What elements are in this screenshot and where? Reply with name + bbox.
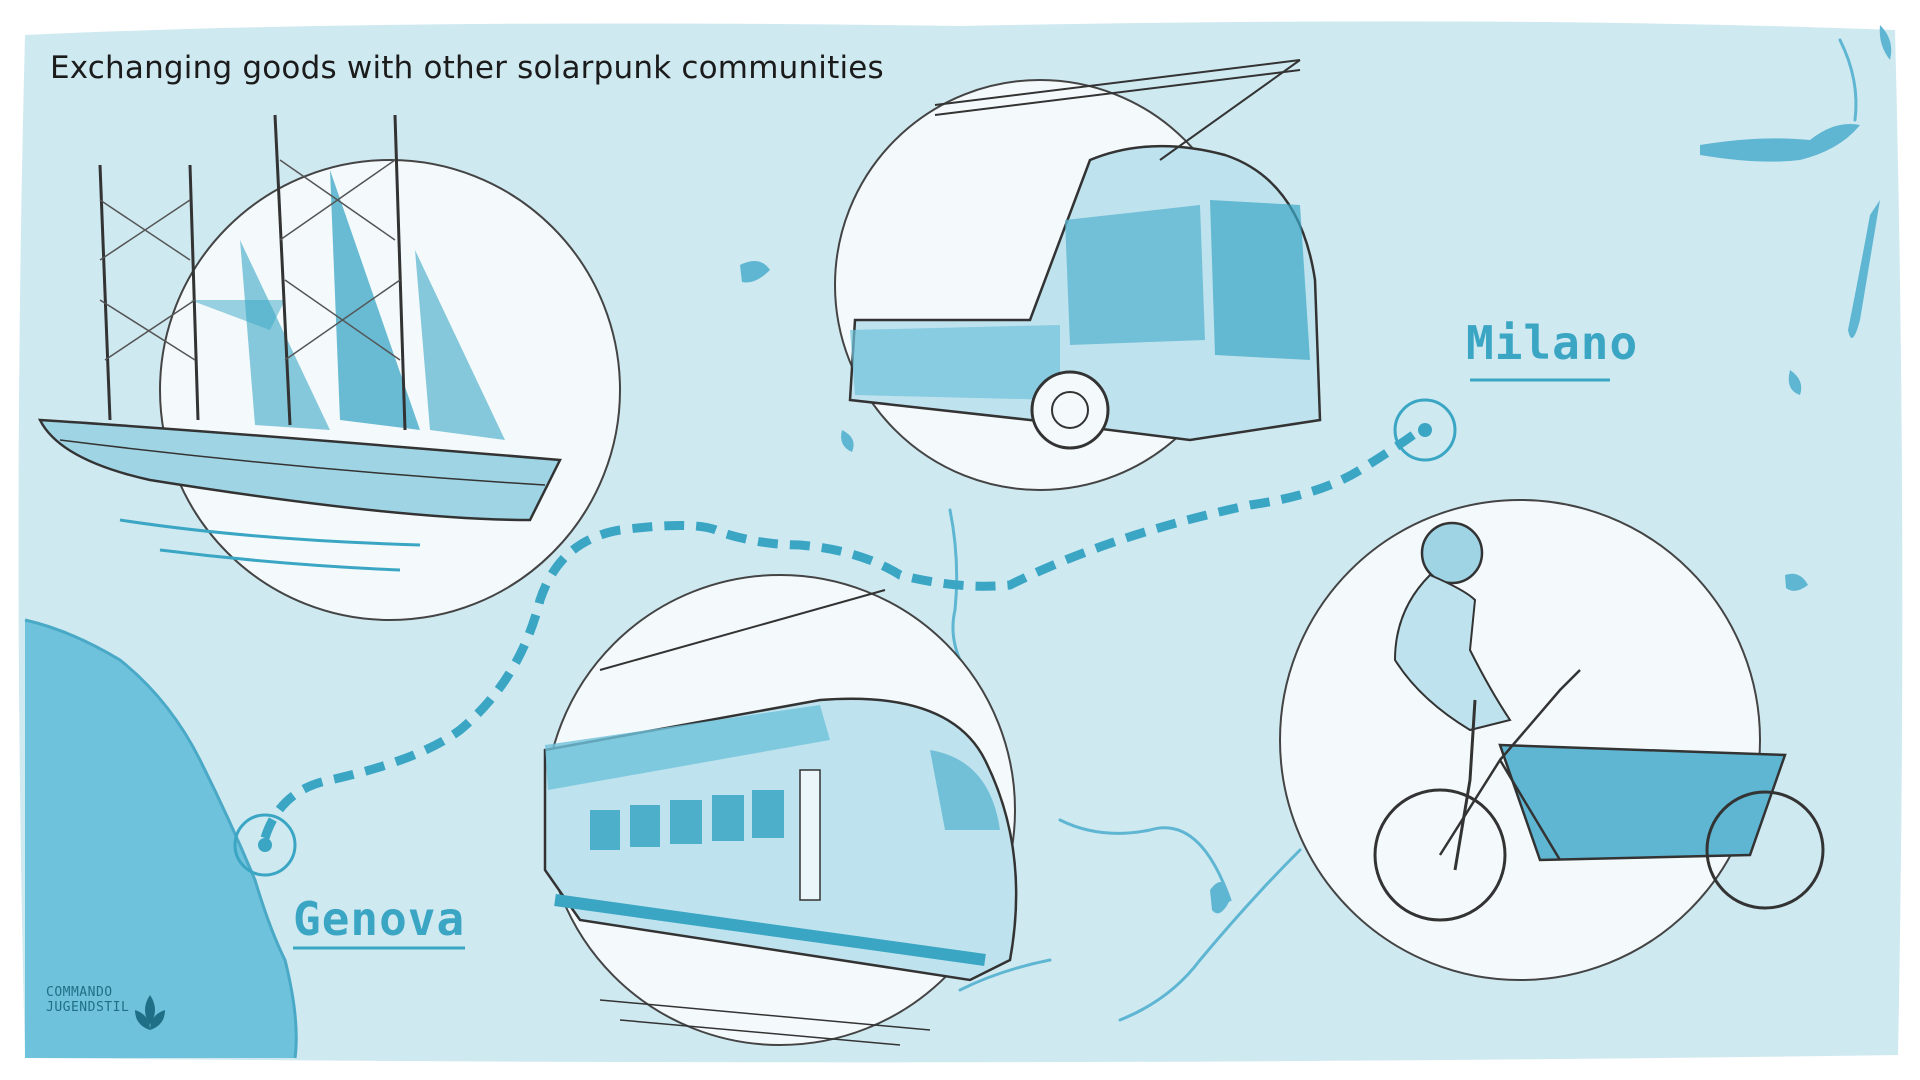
bike-front-wheel bbox=[1705, 790, 1825, 910]
bike-helmet bbox=[1420, 521, 1484, 585]
vignette-ship bbox=[37, 114, 621, 621]
page-title: Exchanging goods with other solarpunk co… bbox=[50, 50, 884, 86]
lake-1 bbox=[1879, 25, 1892, 60]
milano-marker bbox=[1393, 398, 1457, 462]
lake-3 bbox=[1848, 200, 1880, 338]
vignette-train bbox=[543, 574, 1018, 1046]
genova-marker bbox=[233, 813, 297, 877]
sailing-ship-icon bbox=[37, 114, 562, 572]
bus-wheel bbox=[1030, 370, 1110, 450]
logo-line-2: JUGENDSTIL bbox=[46, 1000, 130, 1015]
bike-circle bbox=[1279, 499, 1761, 981]
cargo-box bbox=[1498, 743, 1787, 862]
bike-rear-wheel bbox=[1373, 788, 1507, 922]
cargo-bike-icon bbox=[1373, 521, 1825, 922]
trolleybus-icon bbox=[848, 59, 1322, 450]
coastline bbox=[24, 618, 298, 1059]
lake-8 bbox=[1785, 573, 1808, 591]
vignette-bike bbox=[1279, 499, 1825, 981]
sea-area bbox=[25, 620, 297, 1058]
lakes bbox=[740, 25, 1892, 914]
lake-5 bbox=[740, 261, 770, 283]
lotus-logo-icon bbox=[135, 995, 165, 1030]
route-line bbox=[260, 426, 1423, 840]
rivers bbox=[948, 38, 1858, 1022]
brand-logo: COMMANDO JUGENDSTIL bbox=[46, 985, 129, 1015]
city-label-genova: Genova bbox=[293, 892, 466, 946]
city-label-milano: Milano bbox=[1466, 316, 1639, 370]
vignette-bus bbox=[834, 59, 1322, 491]
logo-line-1: COMMANDO bbox=[46, 985, 113, 1000]
train-icon bbox=[543, 589, 1018, 1046]
lake-2 bbox=[1700, 124, 1860, 162]
lake-6 bbox=[841, 430, 854, 452]
ship-hull bbox=[37, 418, 562, 522]
lake-4 bbox=[1788, 370, 1802, 395]
